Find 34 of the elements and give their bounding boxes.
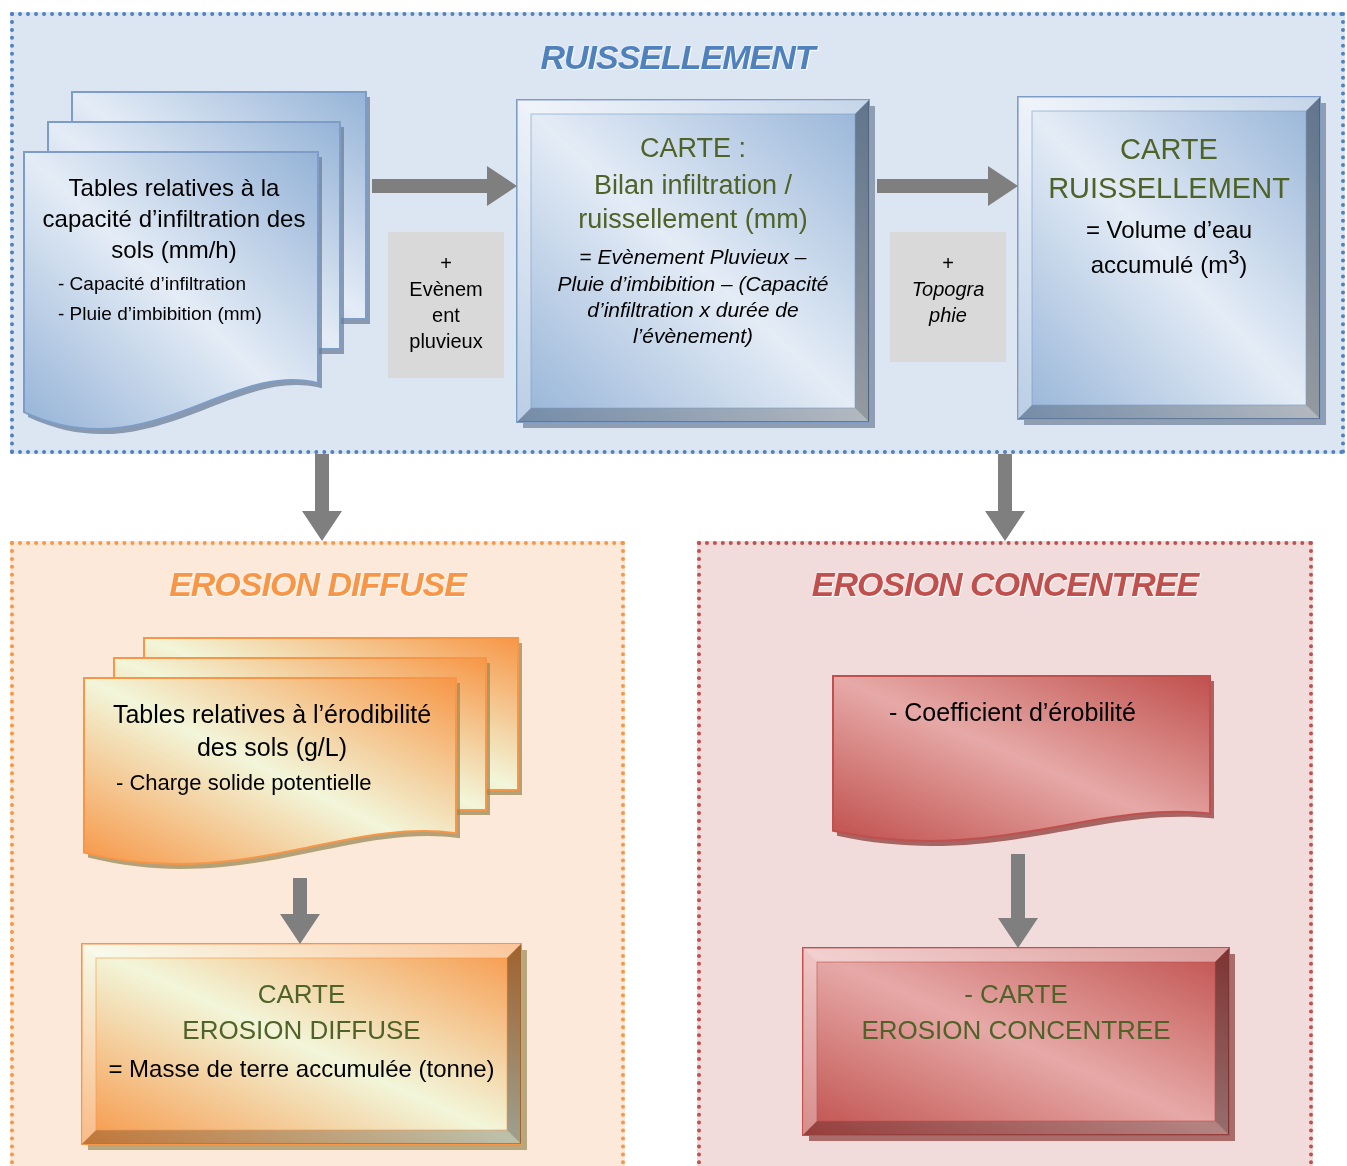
plus-sign: + bbox=[439, 251, 453, 276]
note-box bbox=[388, 232, 504, 378]
arrow bbox=[302, 454, 342, 541]
heading-text: Bilan infiltration / ruissellement (mm) bbox=[577, 168, 809, 236]
arrow bbox=[998, 854, 1038, 948]
body-text: = Masse de terre accumulée (tonne) bbox=[107, 1054, 496, 1084]
list-item: - Pluie d’imbibition (mm) bbox=[58, 302, 263, 327]
heading-text: Tables relatives à la capacité d’infiltration des sols (mm/h) bbox=[41, 173, 307, 266]
heading-text: CARTE bbox=[1119, 132, 1219, 167]
note-box bbox=[890, 232, 1006, 362]
note-text: Evènement pluvieux bbox=[408, 277, 484, 354]
heading-text: RUISSELLEMENT bbox=[1047, 171, 1291, 207]
group-panel bbox=[10, 12, 1345, 454]
heading-text: Tables relatives à l’érodibilité des sols (g/L) bbox=[111, 699, 433, 763]
list-item: - Capacité d’infiltration bbox=[58, 271, 247, 296]
arrow bbox=[372, 166, 517, 206]
plus-sign: + bbox=[941, 251, 955, 276]
group-title: EROSION CONCENTREE bbox=[811, 565, 1199, 604]
body-text: = Evènement Pluvieux – Pluie d’imbibition – (Capacité d’infiltration x durée de l’évènement) bbox=[557, 244, 829, 349]
group-panel bbox=[697, 541, 1313, 1166]
heading-text: - CARTE bbox=[963, 978, 1069, 1011]
heading-text: EROSION DIFFUSE bbox=[181, 1013, 422, 1046]
heading-text: CARTE : bbox=[639, 132, 747, 165]
group-title: EROSION DIFFUSE bbox=[169, 565, 466, 604]
group-panel bbox=[10, 541, 625, 1166]
arrow bbox=[280, 878, 320, 944]
note-text: Topographie bbox=[910, 277, 986, 328]
heading-text: CARTE bbox=[256, 978, 347, 1011]
arrow bbox=[877, 166, 1018, 206]
list-item: - Coefficient d’érobilité bbox=[889, 697, 1137, 728]
arrow bbox=[985, 454, 1025, 541]
list-item: - Charge solide potentielle bbox=[116, 769, 373, 797]
heading-text: EROSION CONCENTREE bbox=[860, 1013, 1172, 1046]
body-text: = Volume d’eau accumulé (m$^{3}$) bbox=[1084, 214, 1254, 280]
